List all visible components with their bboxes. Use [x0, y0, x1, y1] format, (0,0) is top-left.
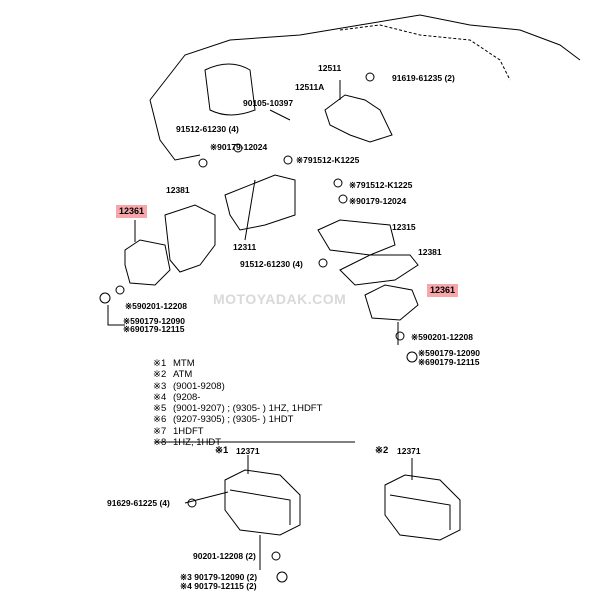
note-key: ※2 — [153, 369, 167, 381]
right-insulator-12381 — [339, 254, 419, 286]
note-key: ※8 — [153, 437, 167, 449]
bolt-91629 — [187, 498, 197, 508]
label-12511: 12511 — [318, 63, 342, 73]
engine-bracket-12511 — [324, 94, 393, 143]
leader-91629 — [184, 491, 229, 504]
note-key: ※5 — [153, 403, 167, 415]
label-590179-12090-right: ※590179-12090 — [418, 348, 480, 358]
note-row: ※8 1HZ, 1HDT — [153, 437, 353, 448]
note-text: (9207-9305) ; (9305- ) 1HDT — [173, 414, 294, 426]
label-690179-12115-right: ※690179-12115 — [418, 357, 480, 367]
note-row: ※5 (9001-9207) ; (9305- ) 1HZ, 1HDFT — [153, 403, 353, 414]
left-insulator-12381 — [164, 204, 216, 273]
label-91512-top: 91512-61230 (4) — [176, 124, 239, 134]
note-text: ATM — [173, 369, 193, 381]
engine-hidden-line — [339, 24, 511, 81]
label-590201-left: ※590201-12208 — [125, 301, 187, 311]
label-90179-12024-a: ※90179-12024 — [210, 142, 268, 152]
note-text: (9001-9208) — [173, 380, 225, 392]
leader-left-group — [107, 305, 125, 326]
mark-1: ※1 — [215, 445, 229, 456]
left-bracket-12311 — [224, 174, 296, 231]
note-row: ※3 (9001-9208) — [153, 381, 353, 392]
bolt-91619 — [365, 72, 375, 82]
note-text: 1HZ, 1HDT — [173, 437, 222, 449]
rear-mount-12371-mtm-detail — [229, 489, 291, 525]
label-12371-a: 12371 — [236, 446, 260, 456]
label-91619: 91619-61235 (2) — [392, 73, 455, 83]
nut-left — [99, 292, 111, 304]
note-text: MTM — [173, 358, 195, 369]
label-590201-right: ※590201-12208 — [411, 332, 473, 342]
note-text: 1HDFT — [173, 425, 204, 437]
label-791512-a: ※791512-K1225 — [296, 155, 360, 165]
note-key: ※4 — [153, 391, 167, 403]
right-bracket-12315 — [317, 219, 396, 256]
label-690179-12115-left: ※690179-12115 — [123, 324, 185, 334]
note-key: ※1 — [153, 358, 167, 369]
washer-c — [283, 155, 293, 165]
nut-right — [406, 351, 418, 363]
label-12361-left-highlighted: 12361 — [116, 205, 148, 218]
label-791512-b: ※791512-K1225 — [349, 180, 413, 190]
rear-mount-12371-mtm — [224, 469, 301, 536]
rear-mount-12371-atm-detail — [389, 494, 451, 530]
label-90179-12090-bottom: ※3 90179-12090 (2) — [180, 572, 258, 582]
mark-2: ※2 — [375, 445, 389, 456]
note-key: ※3 — [153, 380, 167, 392]
washer-right-b — [338, 194, 348, 204]
note-text: (9001-9207) ; (9305- ) 1HZ, 1HDFT — [173, 403, 323, 415]
left-mount-12361 — [124, 239, 171, 286]
watermark: MOTOYADAK.COM — [213, 291, 347, 307]
label-90179-12024-b: ※90179-12024 — [349, 196, 407, 206]
washer-right — [395, 331, 405, 341]
rear-mount-12371-atm — [384, 474, 461, 541]
washer-left — [115, 285, 125, 295]
washer-bottom — [271, 551, 281, 561]
note-row: ※1 MTM — [153, 358, 353, 369]
nut-bottom — [276, 571, 288, 583]
note-key: ※7 — [153, 425, 167, 437]
note-text: (9208- — [173, 391, 201, 403]
label-91629: 91629-61225 (4) — [107, 498, 170, 508]
washer-right-c — [318, 258, 328, 268]
label-12315: 12315 — [392, 222, 416, 232]
note-row: ※4 (9208- — [153, 392, 353, 403]
label-12311: 12311 — [233, 242, 257, 252]
washer-right-a — [333, 178, 343, 188]
note-row: ※2 ATM — [153, 369, 353, 380]
washer-a — [233, 143, 243, 153]
note-row: ※7 1HDFT — [153, 426, 353, 437]
label-12371-b: 12371 — [397, 446, 421, 456]
right-mount-12361 — [364, 284, 419, 321]
label-12511a: 12511A — [295, 82, 325, 92]
label-12361-right-highlighted: 12361 — [427, 284, 459, 297]
leader-12311 — [244, 179, 256, 241]
label-91512-mid: 91512-61230 (4) — [240, 259, 303, 269]
engine-outline — [149, 14, 581, 101]
washer-b — [198, 158, 208, 168]
engine-outline-lower — [149, 99, 201, 161]
bolt-90105 — [269, 109, 291, 121]
label-12381-right: 12381 — [418, 247, 442, 257]
notes-legend: ※1 MTM ※2 ATM ※3 (9001-9208) ※4 (9208- ※5 (90… — [153, 358, 353, 448]
label-90179-12115-bottom: ※4 90179-12115 (2) — [180, 581, 257, 591]
oil-filler-cap — [204, 63, 256, 116]
label-90105: 90105-10397 — [243, 98, 294, 108]
label-90201-bottom: 90201-12208 (2) — [193, 551, 256, 561]
note-row: ※6 (9207-9305) ; (9305- ) 1HDT — [153, 414, 353, 425]
note-key: ※6 — [153, 414, 167, 426]
label-12381-left: 12381 — [166, 185, 190, 195]
label-590179-12090-left: ※590179-12090 — [123, 316, 185, 326]
